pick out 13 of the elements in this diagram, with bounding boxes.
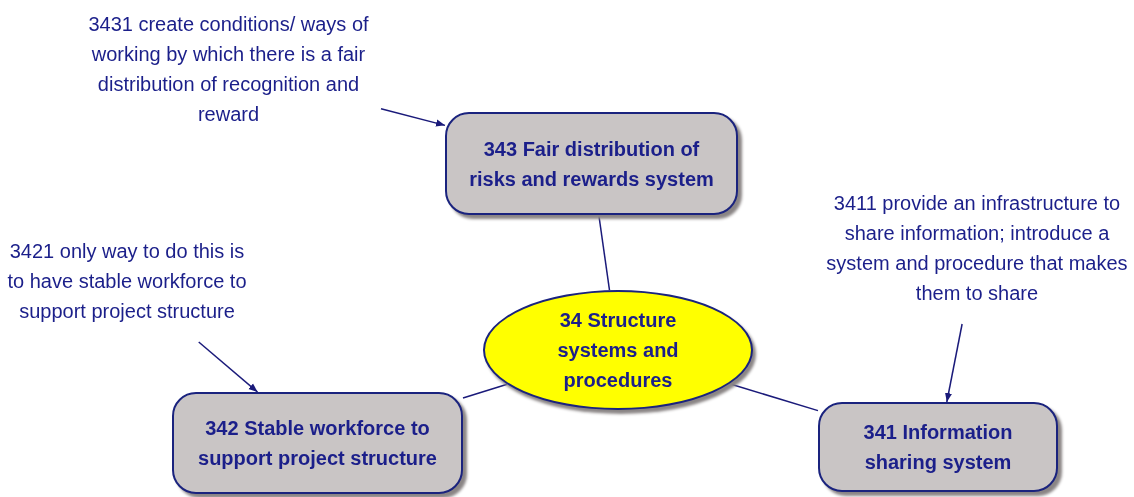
note-text: 3421 only way to do this is to have stable workforce to support project structure [2, 220, 252, 342]
rounded-box: 341 Information sharing system [818, 402, 1058, 492]
arrow [198, 341, 259, 393]
connector-line [462, 383, 508, 399]
rounded-box: 342 Stable workforce to support project structure [172, 392, 463, 494]
note-text: 3411 provide an infrastructure to share information; introduce a system and procedure that makes them to share [822, 172, 1132, 324]
rounded-box: 343 Fair distribution of risks and rewards system [445, 112, 738, 215]
note-text: 3431 create conditions/ ways of working by which there is a fair distribution of recognition and reward [76, 8, 381, 130]
arrow [945, 323, 963, 403]
arrow [380, 107, 446, 127]
connector-line [728, 383, 819, 412]
connector-line [598, 214, 611, 291]
central-ellipse: 34 Structure systems and procedures [483, 290, 753, 410]
